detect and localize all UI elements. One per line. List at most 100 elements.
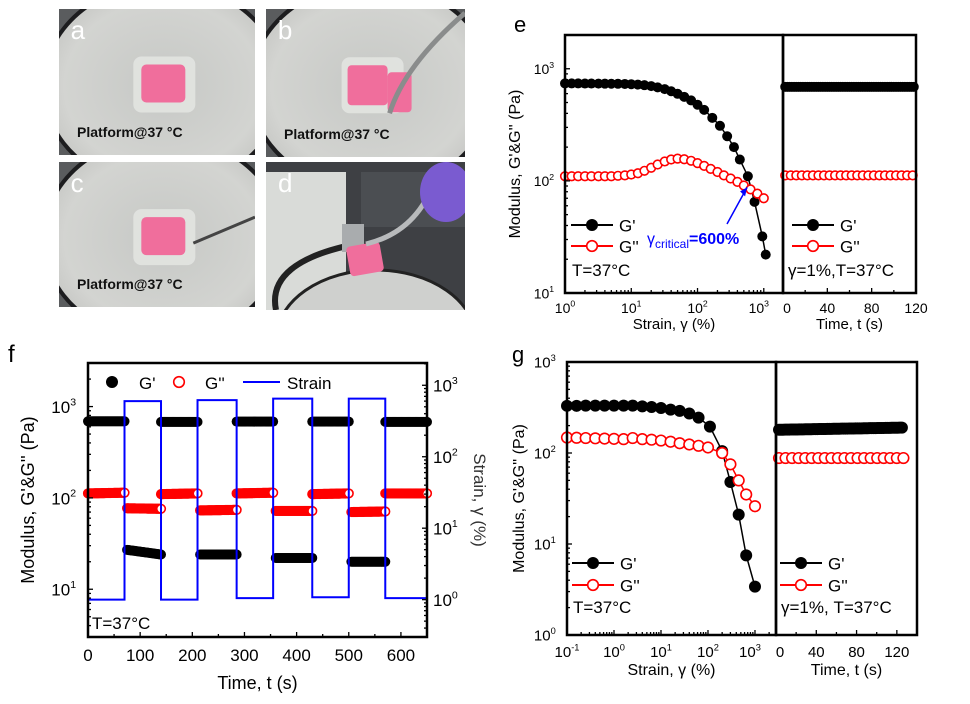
legend-label: G' [139, 374, 155, 393]
photo-caption: Platform@37 °C [284, 126, 390, 142]
tick-exponent: 1 [667, 642, 672, 652]
critical-strain-annotation: γcritical=600% [647, 231, 739, 251]
series-g-double-prime [560, 431, 762, 513]
condition-note: T=37°C [573, 598, 631, 617]
x-axis-label: Time, t (s) [816, 316, 883, 333]
tick-exponent: 1 [637, 299, 642, 309]
legend-item: G'' [780, 576, 848, 595]
tick-exponent: 3 [549, 60, 554, 70]
x-tick-label: 101 [650, 642, 672, 661]
x-tick-label: 40 [820, 300, 836, 316]
tick-exponent: -1 [571, 642, 579, 652]
photo-caption: Platform@37 °C [77, 124, 183, 140]
series-g-prime [561, 399, 761, 593]
tick-base: 10 [650, 644, 667, 661]
photo-label: b [278, 15, 292, 45]
data-point [636, 400, 649, 413]
tick-exponent: 2 [551, 444, 556, 454]
tick-base: 10 [697, 644, 714, 661]
tick-base: 10 [433, 520, 452, 539]
tick-exponent: 2 [452, 447, 458, 459]
spatula-icon [387, 11, 465, 114]
legend-label: G' [620, 554, 636, 573]
tick-base: 10 [534, 446, 551, 463]
x-tick-label: 600 [387, 646, 415, 665]
y-tick-label: 101 [51, 579, 76, 600]
tick-exponent: 2 [703, 299, 708, 309]
panel-label: e [514, 12, 526, 37]
series-g-prime [773, 421, 908, 436]
x-tick-label: 120 [904, 300, 928, 316]
y-tick-label: 102 [534, 172, 555, 189]
tick-base: 10 [51, 489, 70, 508]
hydrogel-piece [347, 65, 388, 106]
data-point [795, 557, 807, 569]
data-point [734, 154, 745, 165]
tick-base: 10 [555, 300, 571, 316]
panel-label: f [8, 341, 15, 368]
tick-base: 10 [555, 644, 572, 661]
x-axis-label: Time, t (s) [217, 673, 297, 693]
series-g-double-prime [559, 153, 769, 204]
legend-label: G' [828, 554, 844, 573]
tick-base: 10 [51, 581, 70, 600]
data-point [895, 421, 908, 434]
condition-note: T=37°C [572, 261, 630, 280]
tick-base: 10 [433, 377, 452, 396]
tick-exponent: 2 [70, 488, 76, 500]
tick-exponent: 3 [70, 396, 76, 408]
tick-exponent: 2 [714, 642, 719, 652]
tick-base: 10 [534, 628, 551, 645]
x-tick-label: 0 [776, 644, 784, 661]
x-tick-label: 103 [749, 299, 770, 316]
data-point [172, 375, 186, 389]
data-point [760, 249, 771, 260]
tick-base: 10 [51, 398, 70, 417]
x-tick-label: 10-1 [555, 642, 580, 661]
data-point [701, 441, 715, 454]
tick-exponent: 0 [620, 642, 625, 652]
x-tick-label: 80 [864, 300, 880, 316]
data-point [740, 549, 753, 562]
legend-item: G' [780, 554, 844, 573]
legend-label: G' [619, 216, 635, 235]
tick-base: 10 [534, 61, 550, 77]
data-point [589, 399, 602, 412]
tick-exponent: 3 [551, 353, 556, 363]
plot-frame [781, 33, 918, 295]
data-point [586, 578, 600, 592]
data-point [728, 142, 739, 153]
y-tick-label: 103 [534, 353, 556, 372]
x-tick-label: 100 [555, 299, 576, 316]
legend-label: G'' [828, 576, 848, 595]
photo-content: d [266, 162, 465, 310]
tick-base: 10 [534, 355, 551, 372]
data-point [586, 219, 598, 231]
data-point [664, 403, 677, 416]
data-point [758, 193, 769, 204]
data-point [585, 239, 599, 253]
x-tick-label: 101 [621, 299, 642, 316]
data-point [742, 171, 753, 182]
series-g-double-prime [780, 170, 918, 181]
data-point [732, 474, 745, 487]
x-tick-label: 120 [884, 644, 909, 661]
data-point [692, 411, 705, 424]
annotation-value: =600% [689, 231, 739, 248]
y-tick-label: 100 [534, 626, 556, 645]
data-point [794, 578, 808, 592]
x-tick-label: 40 [808, 644, 825, 661]
photo-label: a [71, 15, 86, 45]
legend-item: G' [792, 216, 856, 235]
legend: G'G''Strain [106, 374, 331, 393]
x-tick-label: 300 [230, 646, 258, 665]
